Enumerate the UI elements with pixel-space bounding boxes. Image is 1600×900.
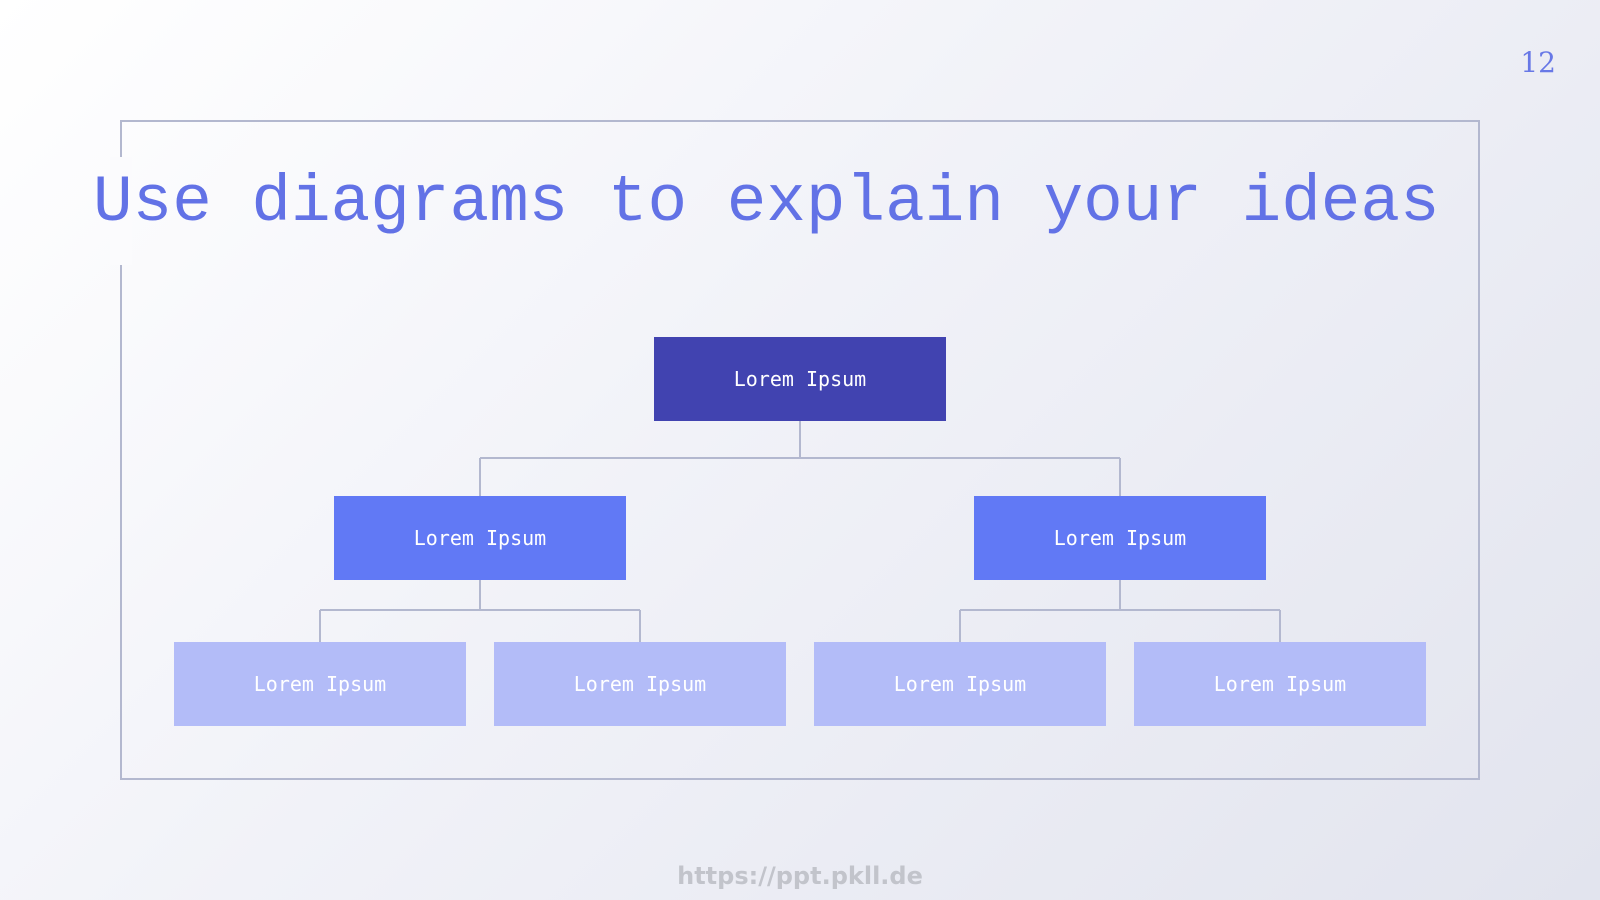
org-node-leaf-2-1: Lorem Ipsum: [814, 642, 1106, 726]
content-frame: [120, 120, 1480, 780]
org-node-label: Lorem Ipsum: [1053, 526, 1187, 550]
org-node-leaf-2-2: Lorem Ipsum: [1134, 642, 1426, 726]
connector-branch-2-to-leaves: [959, 580, 1281, 642]
org-node-label: Lorem Ipsum: [733, 367, 867, 391]
org-node-branch-2: Lorem Ipsum: [974, 496, 1266, 580]
org-node-leaf-1-2: Lorem Ipsum: [494, 642, 786, 726]
org-node-root: Lorem Ipsum: [654, 337, 946, 421]
frame-gap: [110, 157, 132, 265]
org-node-branch-1: Lorem Ipsum: [334, 496, 626, 580]
org-node-label: Lorem Ipsum: [1213, 672, 1347, 696]
org-node-label: Lorem Ipsum: [573, 672, 707, 696]
org-node-label: Lorem Ipsum: [893, 672, 1027, 696]
page-title: Use diagrams to explain your ideas: [93, 165, 1440, 240]
connector-root-to-branches: [479, 421, 1121, 496]
org-node-leaf-1-1: Lorem Ipsum: [174, 642, 466, 726]
connector-branch-1-to-leaves: [319, 580, 641, 642]
footer-url: https://ppt.pkll.de: [677, 862, 923, 890]
org-node-label: Lorem Ipsum: [413, 526, 547, 550]
org-node-label: Lorem Ipsum: [253, 672, 387, 696]
page-number: 12: [1520, 46, 1556, 79]
